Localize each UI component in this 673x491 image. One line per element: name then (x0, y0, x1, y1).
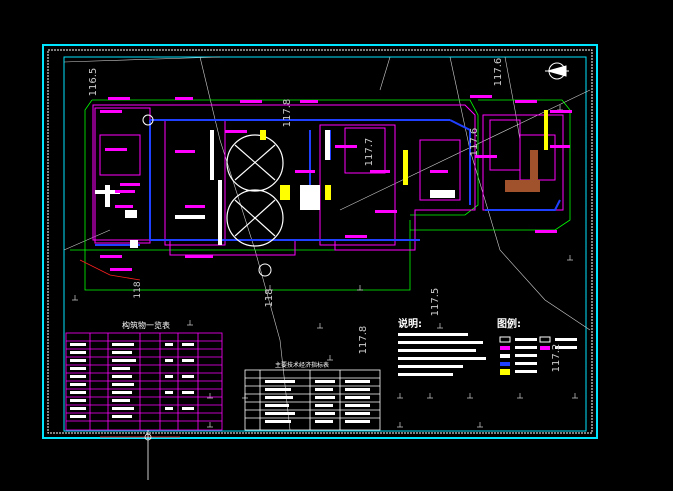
legend-title: 图例: (497, 317, 521, 330)
yellow-structures (260, 110, 548, 200)
elevation-10: 118 (133, 281, 143, 298)
elevation-5: 117.6 (469, 128, 480, 157)
tech-table-title: 主要技术经济指标表 (275, 361, 329, 369)
elevation-9: 117.2 (551, 344, 562, 373)
buildings-table-title: 构筑物一览表 (122, 320, 170, 330)
legend (499, 336, 577, 375)
legend-swatch-4 (500, 362, 510, 366)
clarifier-top (226, 134, 284, 192)
brown-structure (505, 150, 540, 192)
legend-swatch-2 (500, 346, 510, 350)
inner-white-border (47, 49, 593, 434)
magenta-outline (92, 104, 564, 256)
small-tank (258, 263, 272, 277)
outer-cyan-frame (42, 44, 598, 439)
small-annotations (100, 95, 572, 271)
crosshair-cursor-icon (144, 430, 152, 480)
notes-lines (398, 333, 486, 376)
small-tank-2 (142, 114, 154, 126)
clarifier-tanks (226, 134, 284, 247)
legend-swatch-1 (499, 336, 511, 343)
buildings-table (65, 332, 223, 431)
red-lines (79, 259, 180, 438)
elevation-2: 117.8 (282, 99, 293, 128)
tech-table-text (265, 380, 370, 423)
north-arrow-icon (545, 62, 569, 80)
elevation-6: 118 (264, 288, 275, 307)
elevation-7: 117.5 (430, 288, 441, 317)
survey-ticks (72, 105, 578, 428)
elevation-8: 117.8 (358, 326, 369, 355)
white-structures (95, 130, 455, 248)
notes-title: 说明: (398, 317, 422, 330)
elevation-1: 116.5 (88, 68, 99, 97)
tech-table (244, 369, 381, 431)
legend-swatch-3 (500, 354, 510, 358)
clarifier-bottom (226, 189, 284, 247)
drawing-area-border (63, 56, 587, 432)
legend-swatch-5 (500, 369, 510, 375)
elevation-4: 117.6 (493, 58, 504, 87)
buildings-table-text (70, 343, 194, 418)
elevation-3: 117.7 (364, 138, 375, 167)
